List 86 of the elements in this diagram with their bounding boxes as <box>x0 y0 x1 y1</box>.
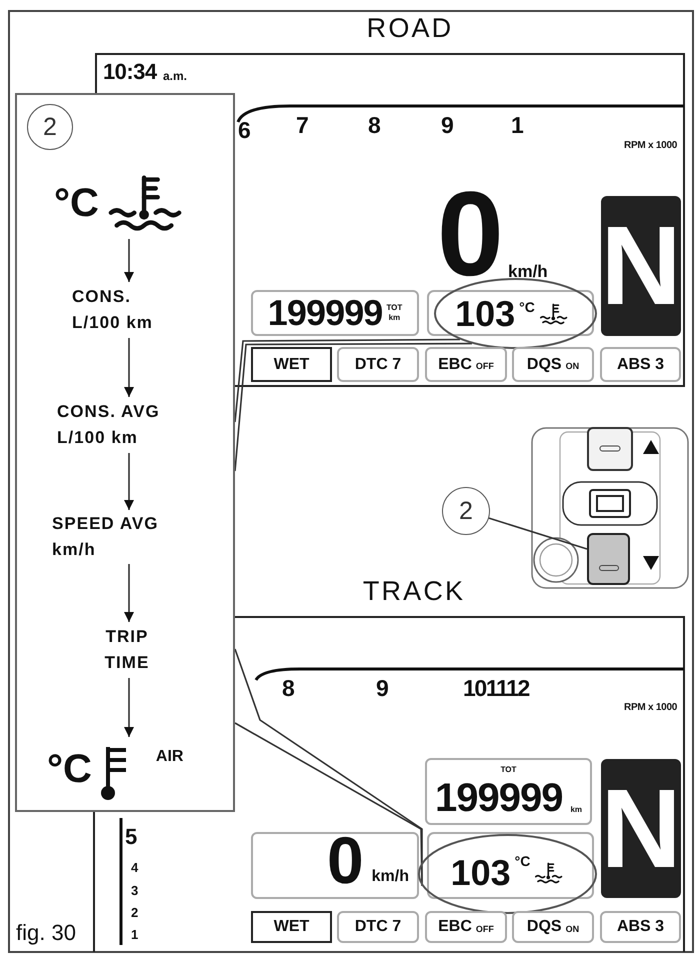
menu-step-label: CONS. L/100 km <box>72 286 154 334</box>
flow-arrow <box>124 453 134 510</box>
gear-number: 2 <box>131 906 138 919</box>
mode-label: DTC 7 <box>354 356 402 372</box>
unit-label: °C <box>54 183 99 223</box>
flow-arrow <box>124 338 134 397</box>
mode-indicator <box>337 911 419 943</box>
callout-panel <box>15 93 235 812</box>
axis-label: RPM x 1000 <box>624 141 678 151</box>
gear-indicator: N <box>601 759 681 898</box>
time-label: 10:34 <box>103 61 157 83</box>
leader-line <box>488 517 588 550</box>
state-label: OFF <box>476 362 494 371</box>
gear-indicator: N <box>601 196 681 336</box>
unit-label: TOT <box>386 304 402 312</box>
menu-step-label: CONS. AVG L/100 km <box>57 400 161 449</box>
mode-label: ABS 3 <box>616 356 664 372</box>
switch-button <box>587 533 630 585</box>
unit-label: °C <box>514 854 530 868</box>
state-label: ON <box>566 924 580 934</box>
mode-label: WET <box>274 919 310 935</box>
unit-label: km <box>388 314 400 322</box>
zoom-line <box>234 648 423 886</box>
mode-label: WET <box>274 356 310 372</box>
zoom-line <box>234 342 472 472</box>
tick-label: 8 <box>282 677 295 700</box>
menu-step-label: TRIP TIME <box>104 626 150 674</box>
mode-indicator <box>251 347 332 382</box>
mode-indicator <box>425 347 507 382</box>
gear-number: 1 <box>131 928 138 941</box>
menu-step-label: SPEED AVG km/h <box>52 512 160 561</box>
screen-heading: ROAD <box>366 13 454 43</box>
mode-indicator <box>337 347 419 382</box>
time-suffix: a.m. <box>163 70 188 82</box>
callout-number: 2 <box>27 104 73 150</box>
tick-label: 9 <box>376 677 389 700</box>
odometer-value: 199999 <box>268 295 382 331</box>
zoom-line <box>234 338 460 422</box>
mode-label: DTC 7 <box>354 919 402 935</box>
screen-heading: TRACK <box>362 576 466 606</box>
unit-label: °C <box>519 300 535 314</box>
gear-number: 3 <box>131 884 138 897</box>
axis-label: RPM x 1000 <box>624 703 678 713</box>
mode-label: ABS 3 <box>616 919 664 935</box>
speed-display <box>251 832 419 899</box>
odometer-display <box>251 290 419 336</box>
mode-indicator <box>425 911 507 943</box>
speed-value: 0 <box>437 174 504 294</box>
tick-label: 7 <box>296 114 309 137</box>
state-label: OFF <box>476 924 494 934</box>
tick-label: 1 <box>511 114 524 137</box>
odometer-display <box>425 758 592 825</box>
flow-arrow <box>124 239 134 282</box>
mode-indicator <box>251 911 332 943</box>
state-label: ON <box>566 362 580 371</box>
mode-indicator <box>600 347 681 382</box>
temperature-value: 103 <box>450 855 511 891</box>
unit-label: TOT <box>500 766 516 774</box>
odometer-value: 199999 <box>434 778 562 818</box>
flow-arrow <box>124 564 134 622</box>
unit-label: km <box>570 806 582 814</box>
callout-number: 2 <box>442 487 490 535</box>
flow-arrow <box>124 678 134 737</box>
tick-label: 8 <box>368 114 381 137</box>
display-screen <box>93 578 685 952</box>
mode-indicator <box>512 911 594 943</box>
gear-number: 5 <box>125 826 138 848</box>
air-label: AIR <box>156 749 184 765</box>
gear-number: 4 <box>131 861 138 874</box>
tick-label: 6 <box>238 119 251 142</box>
speed-value: 0 <box>326 827 364 893</box>
mode-indicator <box>600 911 681 943</box>
unit-label: km/h <box>372 869 409 885</box>
highlighted-temperature-display <box>427 278 597 349</box>
tick-label: 9 <box>441 114 454 137</box>
unit-label: km/h <box>508 263 548 280</box>
temperature-value: 103 <box>455 296 516 332</box>
mode-label: DQS <box>526 356 562 372</box>
mode-label: EBC <box>438 356 472 372</box>
unit-label: °C <box>47 749 92 789</box>
highlighted-temperature-display <box>418 832 597 914</box>
zoom-line <box>234 722 423 886</box>
tick-label: 101112 <box>463 677 529 700</box>
mode-indicator <box>512 347 594 382</box>
mode-label: EBC <box>438 919 472 935</box>
mode-label: DQS <box>526 919 562 935</box>
